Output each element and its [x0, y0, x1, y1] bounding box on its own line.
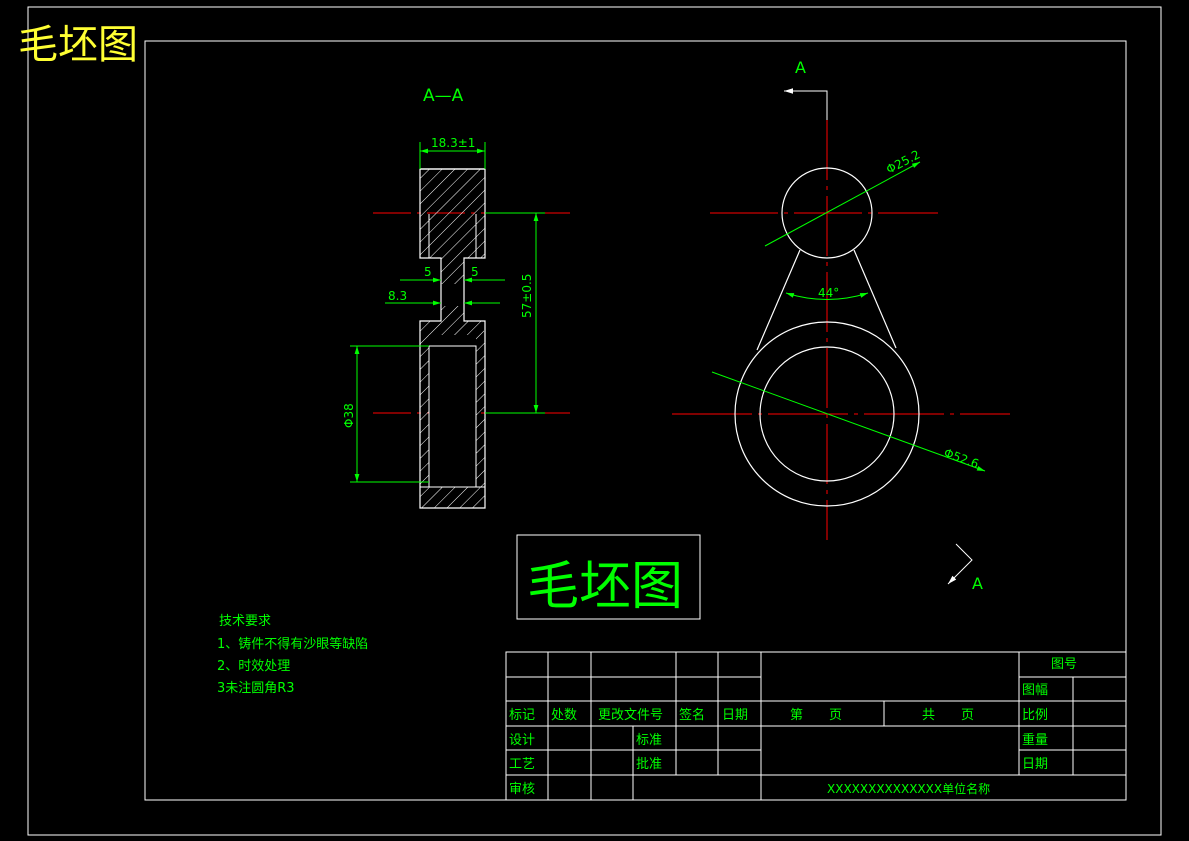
- tech-item-2: 2、时效处理: [217, 659, 290, 674]
- tb-count: 处数: [551, 708, 577, 723]
- view-arrow-top: [784, 88, 828, 120]
- large-boss-outer: [734, 321, 920, 507]
- stamp-box: [516, 534, 701, 620]
- tb-sheet-size: 图幅: [1022, 683, 1048, 698]
- hatch-web-lower: [420, 306, 484, 335]
- dim-small-dia-line: [764, 161, 921, 247]
- dim-large-dia-line: [711, 371, 986, 472]
- tb-page-of: 第 页: [790, 708, 842, 723]
- section-view: A—A 18.3±1 5 5 8.3 57±0.5: [342, 86, 570, 509]
- hatch-left-wall: [420, 335, 429, 487]
- tb-design: 设计: [509, 733, 535, 748]
- hatch-top-block: [420, 169, 485, 258]
- title-block: [505, 651, 1127, 801]
- dim-angle-arc: [785, 292, 869, 300]
- stamp-title: 毛坯图: [527, 557, 683, 617]
- tb-weight: 重量: [1022, 732, 1048, 748]
- outer-frame: [27, 6, 1162, 836]
- tb-scale: 比例: [1022, 708, 1048, 723]
- tb-process: 工艺: [509, 757, 535, 772]
- corner-title: 毛坯图: [18, 22, 138, 68]
- dim-angle-text: 44°: [818, 286, 839, 300]
- arm-line-left: [756, 249, 801, 351]
- dim-small-dia-text: Φ25.2: [884, 147, 923, 176]
- tb-date-right: 日期: [1022, 757, 1048, 772]
- dim-center-text: 57±0.5: [520, 274, 534, 318]
- dim-large-dia-text: Φ52.6: [942, 446, 981, 472]
- tb-approve: 批准: [636, 757, 662, 772]
- tech-item-1: 1、铸件不得有沙眼等缺陷: [217, 636, 368, 652]
- tb-date: 日期: [722, 708, 748, 723]
- section-bore: [428, 345, 477, 488]
- section-label: A—A: [423, 86, 464, 106]
- tb-review: 审核: [509, 782, 535, 797]
- view-arrow-bottom: [947, 543, 973, 585]
- tb-total: 共 页: [922, 708, 974, 723]
- small-boss-circle: [781, 167, 873, 259]
- tb-drawing-no: 图号: [1051, 657, 1077, 672]
- large-boss-inner: [759, 346, 895, 482]
- title-block-text: 标记 处数 更改文件号 签名 日期 第 页 共 页 设计 标准 工艺 批准 审核…: [509, 657, 1077, 797]
- tb-standard: 标准: [636, 733, 662, 748]
- tech-heading: 技术要求: [219, 614, 271, 629]
- front-view: A Φ25.2 44° Φ52.6 A: [672, 58, 1010, 593]
- tb-change-doc: 更改文件号: [598, 708, 663, 723]
- dim-width-text: 18.3±1: [431, 136, 475, 150]
- arm-line-right: [853, 249, 897, 349]
- tb-company: XXXXXXXXXXXXXX单位名称: [827, 781, 990, 796]
- tb-mark: 标记: [509, 708, 535, 723]
- view-arrow-top-label: A: [795, 58, 806, 77]
- dim-step-right-text: 5: [471, 265, 479, 279]
- tech-requirements: 技术要求 1、铸件不得有沙眼等缺陷 2、时效处理 3未注圆角R3: [217, 614, 368, 696]
- hatch-web: [441, 258, 464, 284]
- tech-item-3: 3未注圆角R3: [217, 681, 295, 696]
- hatch-right-wall: [476, 335, 485, 487]
- section-outline: [419, 168, 486, 509]
- dim-web-text: 8.3: [388, 289, 407, 303]
- dim-step-left-text: 5: [424, 265, 432, 279]
- dim-bore-text: Φ38: [342, 403, 356, 428]
- view-arrow-bottom-label: A: [972, 574, 983, 593]
- hatch-bottom: [420, 487, 485, 508]
- tb-signature: 签名: [679, 707, 705, 723]
